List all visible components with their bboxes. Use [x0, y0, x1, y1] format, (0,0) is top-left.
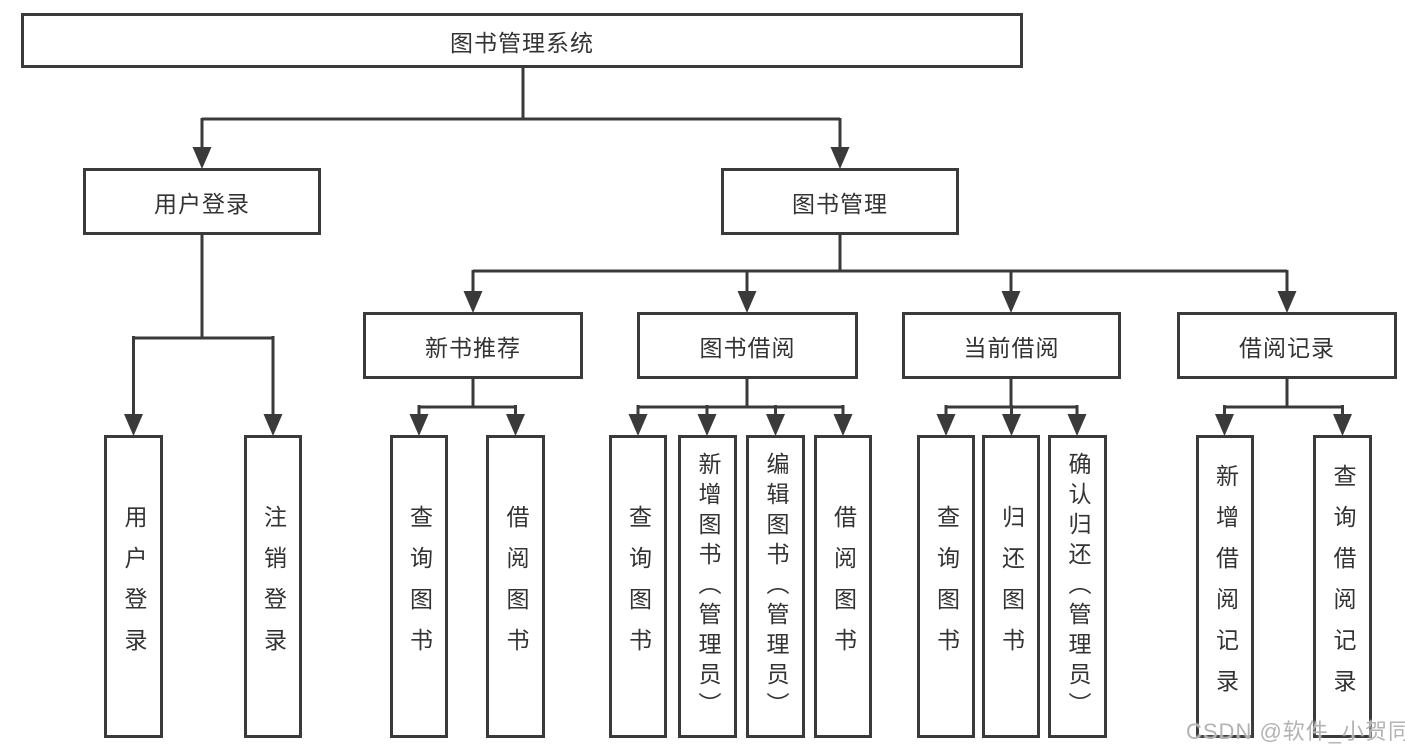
leaf-add-borrow-record: 新增借阅记录: [1196, 435, 1254, 738]
leaf-logout-label: 注销登录: [260, 504, 287, 669]
leaf-edit-books-admin: 编辑图书（管理员）: [746, 435, 805, 738]
connector-lines: [132, 68, 1344, 415]
leaf-borrow-books-recommend-label: 借阅图书: [503, 504, 529, 669]
leaf-query-books-borrowing: 查询图书: [609, 435, 667, 738]
arrowhead-icons: [124, 147, 1352, 436]
node-borrowing-records: 借阅记录: [1177, 312, 1397, 379]
node-book-management: 图书管理: [721, 168, 959, 235]
node-new-book-recommendation: 新书推荐: [363, 312, 583, 379]
leaf-return-books: 归还图书: [982, 435, 1040, 738]
node-system-root-label: 图书管理系统: [450, 29, 594, 56]
leaf-confirm-return-admin-label: 确认归还（管理员）: [1065, 451, 1091, 722]
leaf-query-borrow-record-label: 查询借阅记录: [1330, 463, 1356, 710]
leaf-add-borrow-record-label: 新增借阅记录: [1212, 463, 1239, 710]
node-book-borrowing: 图书借阅: [637, 312, 858, 379]
leaf-borrow-books-recommend: 借阅图书: [486, 435, 545, 738]
leaf-query-books-current: 查询图书: [917, 435, 975, 738]
leaf-confirm-return-admin: 确认归还（管理员）: [1048, 435, 1107, 738]
leaf-query-books-recommend-label: 查询图书: [406, 504, 433, 669]
leaf-user-login: 用户登录: [104, 435, 163, 738]
node-borrowing-records-label: 借阅记录: [1239, 334, 1335, 361]
leaf-logout: 注销登录: [244, 435, 302, 738]
node-current-borrowing: 当前借阅: [902, 312, 1121, 379]
node-system-root: 图书管理系统: [21, 13, 1023, 68]
node-current-borrowing-label: 当前借阅: [963, 334, 1060, 361]
leaf-borrow-books-borrowing-label: 借阅图书: [830, 504, 857, 669]
node-book-borrowing-label: 图书借阅: [699, 334, 796, 361]
leaf-query-books-recommend: 查询图书: [390, 435, 448, 738]
leaf-add-books-admin-label: 新增图书（管理员）: [695, 451, 721, 722]
leaf-user-login-label: 用户登录: [121, 504, 147, 669]
leaf-return-books-label: 归还图书: [998, 504, 1025, 669]
leaf-add-books-admin: 新增图书（管理员）: [678, 435, 737, 738]
leaf-query-books-borrowing-label: 查询图书: [625, 504, 652, 669]
leaf-query-books-current-label: 查询图书: [933, 504, 960, 669]
node-user-login-label: 用户登录: [154, 190, 250, 217]
node-user-login: 用户登录: [83, 168, 321, 235]
leaf-borrow-books-borrowing: 借阅图书: [814, 435, 872, 738]
leaf-query-borrow-record: 查询借阅记录: [1313, 435, 1372, 738]
csdn-watermark: CSDN @软件_小贺同学: [1186, 719, 1405, 744]
node-new-book-recommendation-label: 新书推荐: [425, 334, 521, 361]
node-book-management-label: 图书管理: [792, 190, 888, 217]
leaf-edit-books-admin-label: 编辑图书（管理员）: [763, 451, 789, 722]
